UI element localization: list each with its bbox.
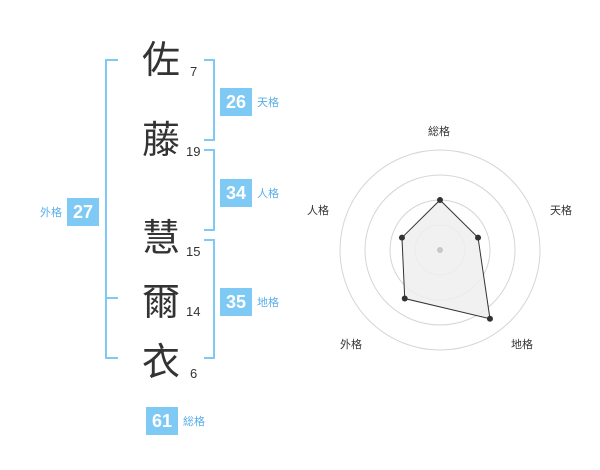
stroke-count-5: 6	[190, 366, 198, 381]
radar-point	[437, 197, 443, 203]
tenkaku-bracket	[204, 59, 215, 141]
radar-center-dot	[437, 247, 443, 253]
jinkaku-bracket	[204, 149, 215, 231]
radar-label-gaikaku: 外格	[340, 338, 362, 351]
gaikaku-bracket	[105, 59, 118, 359]
jinkaku-value: 34	[220, 179, 252, 207]
soukaku-value: 61	[146, 407, 178, 435]
radar-label-tenkaku: 天格	[550, 204, 572, 217]
radar-label-chikaku: 地格	[511, 338, 533, 351]
chikaku-label: 地格	[257, 296, 279, 309]
jinkaku-badge: 34 人格	[220, 179, 279, 207]
radar-label-jinkaku: 人格	[307, 204, 329, 217]
kanji-4: 爾	[142, 280, 181, 324]
soukaku-badge: 61 総格	[146, 407, 205, 435]
tenkaku-badge: 26 天格	[220, 88, 279, 116]
kanji-3: 慧	[142, 216, 181, 260]
radar-point	[398, 234, 405, 241]
radar-ring	[339, 149, 541, 351]
gaikaku-label: 外格	[40, 206, 62, 219]
stroke-count-4: 14	[186, 304, 201, 319]
radar-series-polygon	[401, 199, 491, 320]
gaikaku-value: 27	[67, 198, 99, 226]
kanji-1: 佐	[142, 38, 181, 82]
radar-point	[486, 315, 493, 322]
stroke-count-3: 15	[186, 244, 201, 259]
radar-label-soukaku: 総格	[428, 125, 450, 138]
chikaku-badge: 35 地格	[220, 288, 279, 316]
soukaku-label: 総格	[183, 415, 205, 428]
stroke-count-2: 19	[186, 144, 201, 159]
tenkaku-value: 26	[220, 88, 252, 116]
tenkaku-label: 天格	[257, 96, 279, 109]
kanji-5: 衣	[142, 340, 181, 384]
gaikaku-badge: 外格 27	[40, 198, 99, 226]
chikaku-value: 35	[220, 288, 252, 316]
stroke-count-1: 7	[190, 64, 198, 79]
radar-point	[475, 234, 482, 241]
radar-ring	[364, 174, 516, 326]
radar-point	[401, 295, 408, 302]
jinkaku-label: 人格	[257, 187, 279, 200]
kanji-2: 藤	[142, 118, 181, 162]
chikaku-bracket	[204, 239, 215, 359]
